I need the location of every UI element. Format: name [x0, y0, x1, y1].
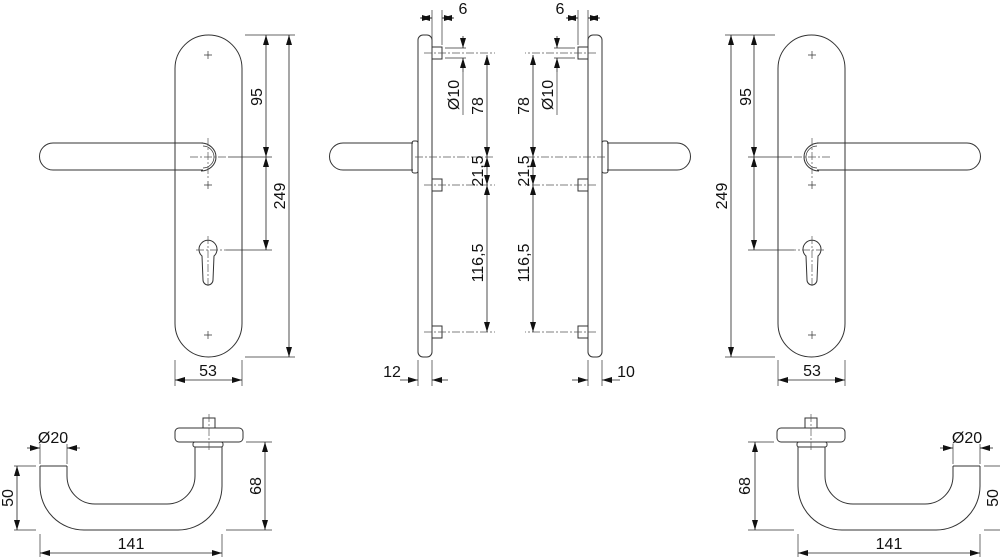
dim-label-95-left: 95 [249, 88, 266, 106]
dim-label-53-right: 53 [803, 363, 821, 380]
dim-label-10: 10 [617, 364, 635, 381]
dim-label-68-right: 68 [737, 477, 754, 495]
front-view-right [725, 35, 981, 386]
dim-label-d10-left: Ø10 [446, 80, 463, 110]
dim-label-50-right: 50 [985, 489, 1000, 507]
dim-label-50-left: 50 [0, 489, 17, 507]
dim-label-6-right: 6 [556, 1, 565, 18]
dim-label-21-5-right: 21,5 [516, 155, 533, 186]
dim-label-6-left: 6 [459, 1, 468, 18]
dim-label-78-left: 78 [470, 97, 487, 115]
side-view-right [525, 10, 691, 386]
dim-label-116-5-right: 116,5 [516, 243, 533, 282]
dim-label-68-left: 68 [248, 477, 265, 495]
dim-label-53-left: 53 [199, 363, 217, 380]
dim-label-d10-right: Ø10 [540, 80, 557, 110]
dim-label-249-right: 249 [714, 183, 731, 210]
dim-label-12: 12 [383, 364, 401, 381]
front-view-left [40, 35, 296, 386]
dim-label-78-right: 78 [516, 97, 533, 115]
dim-label-116-5-left: 116,5 [470, 243, 487, 282]
dim-label-d20-left: Ø20 [38, 430, 68, 447]
dim-label-249-left: 249 [272, 183, 289, 210]
dim-label-d20-right: Ø20 [952, 430, 982, 447]
dim-label-141-right: 141 [876, 536, 903, 553]
side-view-left [330, 10, 496, 386]
dim-label-21-5-left: 21,5 [470, 155, 487, 186]
dim-label-95-right: 95 [738, 88, 755, 106]
dim-label-141-left: 141 [118, 536, 145, 553]
